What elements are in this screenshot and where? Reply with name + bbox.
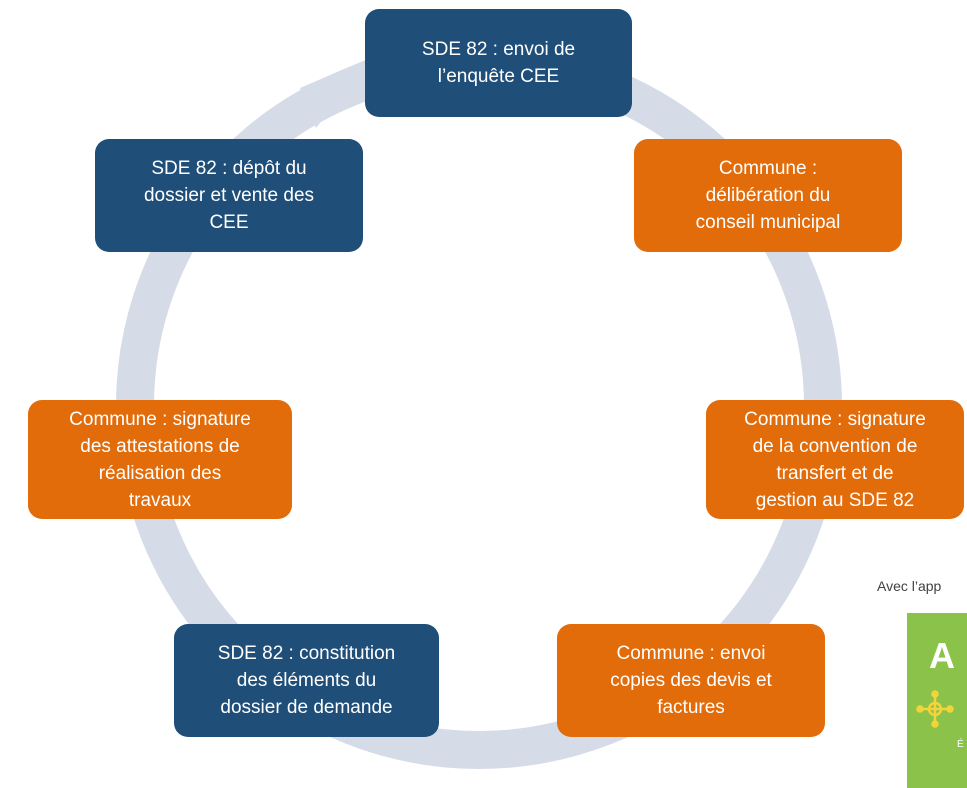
step-label: Commune : envoi copies des devis et fact… bbox=[610, 643, 772, 718]
step-commune-signature-attestations: Commune : signature des attestations de … bbox=[28, 400, 292, 519]
partner-logo: A É bbox=[907, 613, 967, 788]
step-label: SDE 82 : envoi de l’enquête CEE bbox=[421, 39, 576, 87]
step-label: Commune : signature des attestations de … bbox=[69, 408, 251, 511]
step-sde-constitution-dossier: SDE 82 : constitution des éléments du do… bbox=[174, 624, 439, 737]
step-sde-envoi-enquete: SDE 82 : envoi de l’enquête CEE bbox=[365, 9, 632, 117]
step-label: Commune : délibération du conseil munici… bbox=[695, 158, 841, 233]
step-label: Commune : signature de la convention de … bbox=[744, 408, 926, 511]
step-commune-signature-convention: Commune : signature de la convention de … bbox=[706, 400, 964, 519]
step-commune-deliberation: Commune : délibération du conseil munici… bbox=[634, 139, 902, 252]
support-text: Avec l’app bbox=[877, 578, 942, 594]
ring-arrowhead bbox=[300, 58, 370, 128]
step-commune-envoi-devis: Commune : envoi copies des devis et fact… bbox=[557, 624, 825, 737]
step-label: SDE 82 : dépôt du dossier et vente des C… bbox=[143, 158, 315, 233]
logo-small-text: É bbox=[957, 739, 964, 750]
step-label: SDE 82 : constitution des éléments du do… bbox=[217, 643, 396, 718]
step-sde-depot-dossier: SDE 82 : dépôt du dossier et vente des C… bbox=[95, 139, 363, 252]
occitan-cross-icon bbox=[916, 690, 954, 728]
logo-letter: A bbox=[929, 635, 955, 676]
